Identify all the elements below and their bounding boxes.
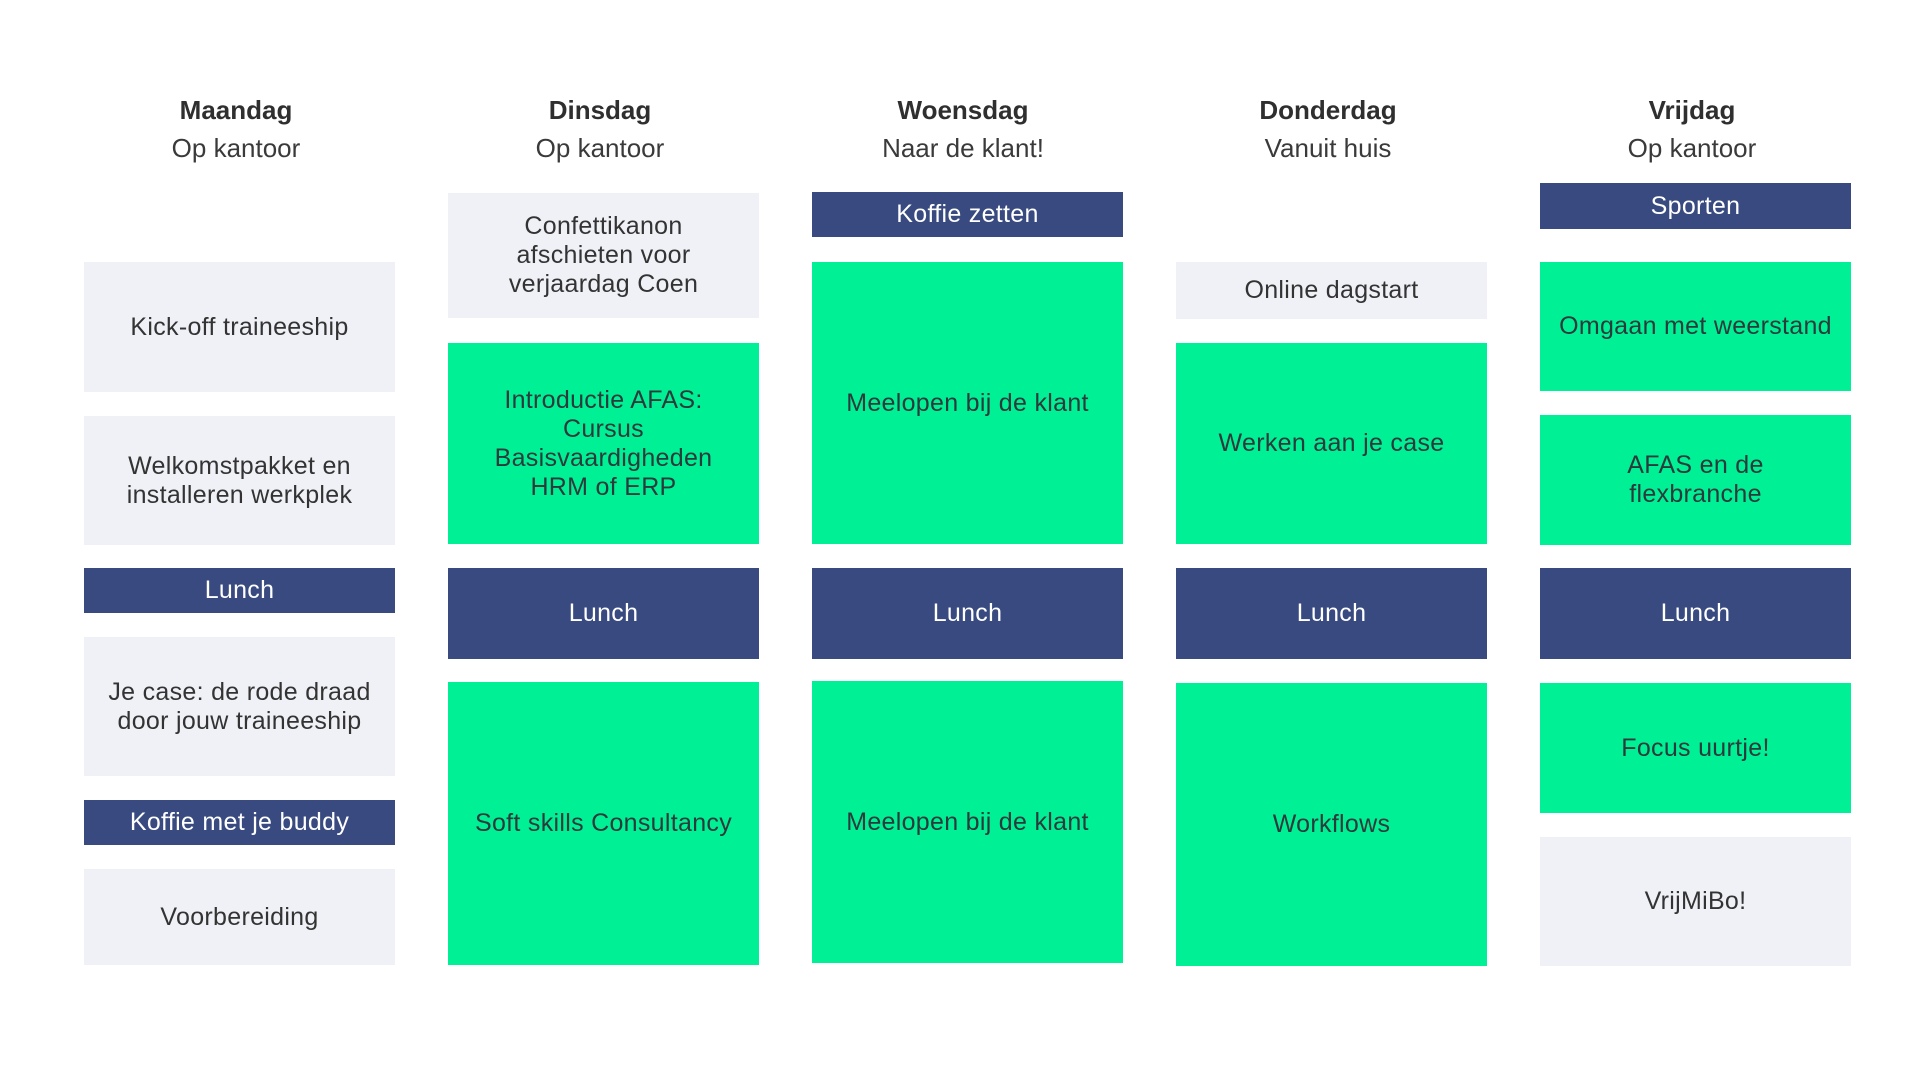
- day-header-woensdag: Woensdag Naar de klant!: [763, 92, 1163, 166]
- schedule-block: Werken aan je case: [1176, 343, 1487, 544]
- schedule-block: Lunch: [448, 568, 759, 659]
- day-subtitle: Vanuit huis: [1264, 133, 1392, 163]
- day-name: Maandag: [179, 95, 293, 125]
- schedule-block: Workflows: [1176, 683, 1487, 966]
- schedule-block: Lunch: [1540, 568, 1851, 659]
- schedule-block: Welkomstpakket en installeren werkplek: [84, 416, 395, 545]
- schedule-block: Soft skills Consultancy: [448, 682, 759, 965]
- schedule-block: Introductie AFAS: Cursus Basisvaardighed…: [448, 343, 759, 544]
- schedule-block: Sporten: [1540, 183, 1851, 229]
- schedule-block: Meelopen bij de klant: [812, 681, 1123, 963]
- day-header-vrijdag: Vrijdag Op kantoor: [1492, 92, 1892, 166]
- schedule-block: Omgaan met weerstand: [1540, 262, 1851, 391]
- schedule-block: Online dagstart: [1176, 262, 1487, 319]
- day-name: Vrijdag: [1648, 95, 1736, 125]
- schedule-block: Lunch: [84, 568, 395, 613]
- schedule-block: Lunch: [812, 568, 1123, 659]
- day-header-maandag: Maandag Op kantoor: [36, 92, 436, 166]
- schedule-block: Focus uurtje!: [1540, 683, 1851, 813]
- schedule-block: VrijMiBo!: [1540, 837, 1851, 966]
- schedule-block: Je case: de rode draad door jouw trainee…: [84, 637, 395, 776]
- schedule-block: Meelopen bij de klant: [812, 262, 1123, 544]
- schedule-block: Lunch: [1176, 568, 1487, 659]
- schedule-block: Koffie zetten: [812, 192, 1123, 237]
- day-name: Woensdag: [897, 95, 1029, 125]
- day-name: Donderdag: [1259, 95, 1397, 125]
- schedule-block: AFAS en de flexbranche: [1540, 415, 1851, 545]
- day-header-donderdag: Donderdag Vanuit huis: [1128, 92, 1528, 166]
- day-name: Dinsdag: [548, 95, 652, 125]
- schedule-block: Kick-off traineeship: [84, 262, 395, 392]
- schedule-block: Confettikanon afschieten voor verjaardag…: [448, 193, 759, 318]
- day-subtitle: Op kantoor: [171, 133, 301, 163]
- day-subtitle: Op kantoor: [535, 133, 665, 163]
- day-subtitle: Op kantoor: [1627, 133, 1757, 163]
- day-subtitle: Naar de klant!: [882, 133, 1044, 163]
- day-header-dinsdag: Dinsdag Op kantoor: [400, 92, 800, 166]
- schedule-block: Koffie met je buddy: [84, 800, 395, 845]
- schedule-block: Voorbereiding: [84, 869, 395, 965]
